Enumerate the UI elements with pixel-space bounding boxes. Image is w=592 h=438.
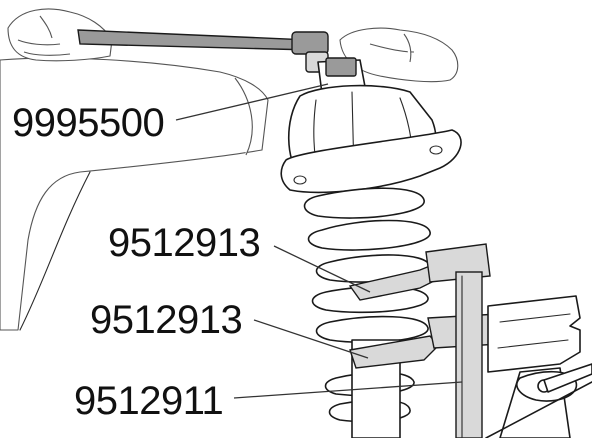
- wrench-handle: [77, 29, 329, 73]
- label-9995500: 9995500: [12, 101, 164, 145]
- right-hand: [339, 27, 459, 83]
- left-hand: [7, 8, 113, 62]
- operator-arm: [0, 57, 269, 331]
- leader-line-lower-plate: [253, 319, 369, 359]
- holder-column: [455, 271, 483, 438]
- spring-seat-flange: [280, 129, 462, 194]
- label-9512913-upper: 9512913: [108, 221, 260, 265]
- leader-line-tool-top: [175, 83, 329, 121]
- label-9512913-lower: 9512913: [90, 298, 242, 342]
- bench-vise: [485, 295, 592, 438]
- coil-spring: [303, 187, 431, 423]
- leader-line-upper-plate: [273, 245, 371, 293]
- leader-line-holder: [233, 381, 463, 399]
- leader-lines: [175, 83, 463, 399]
- label-9512911: 9512911: [74, 379, 223, 423]
